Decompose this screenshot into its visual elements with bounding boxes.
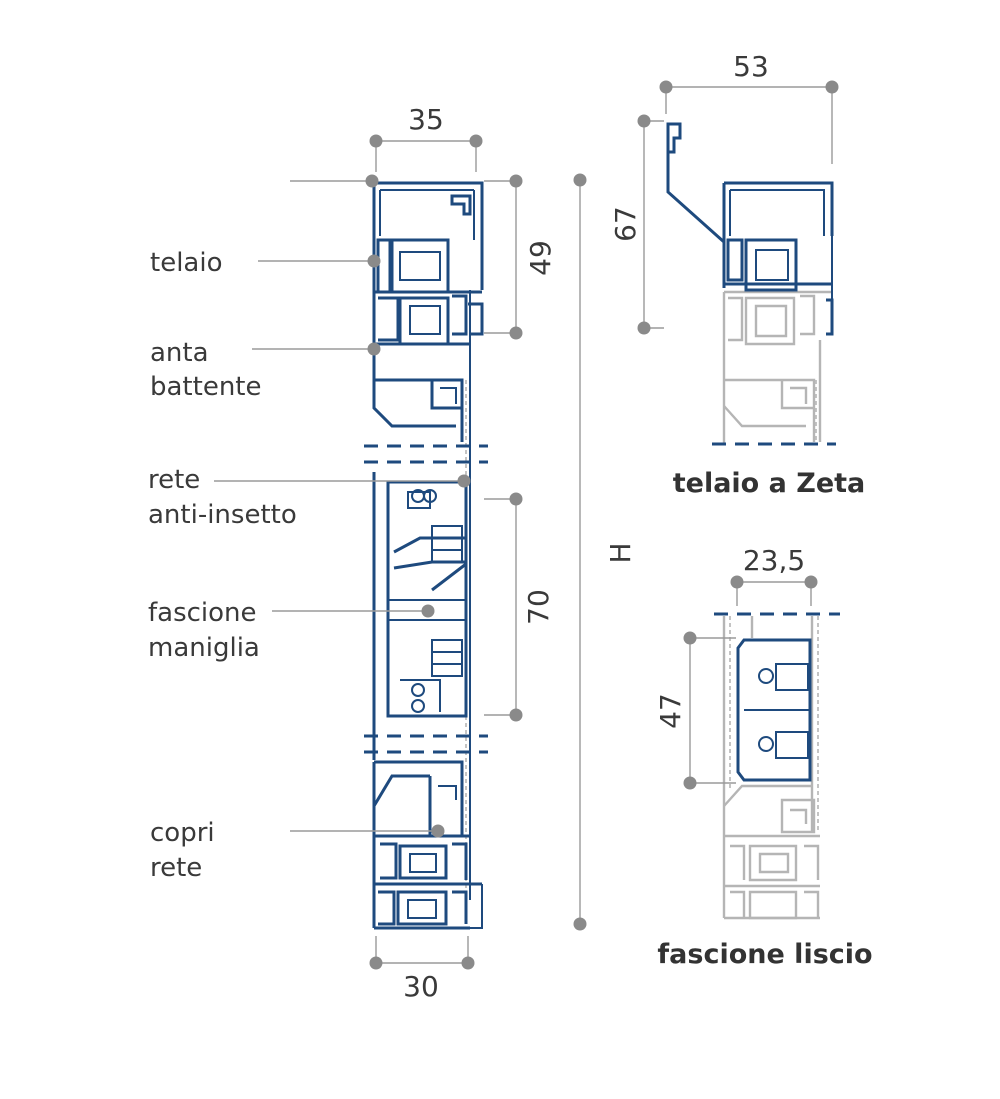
dimension-47: 47 — [654, 631, 736, 790]
label-battente: battente — [150, 372, 262, 402]
dimension-30: 30 — [369, 936, 475, 1003]
label-anti-insetto: anti-insetto — [148, 500, 297, 530]
main-section-profile — [364, 181, 488, 930]
label-leaders — [214, 174, 471, 838]
liscio-profile — [714, 612, 840, 920]
label-copri-rete: rete — [150, 853, 202, 883]
label-anta: anta — [150, 338, 209, 368]
dimension-49: 49 — [484, 174, 557, 340]
label-fascione: fascione — [148, 598, 257, 628]
dimension-30-value: 30 — [403, 970, 439, 1003]
dimension-67: 67 — [609, 114, 664, 335]
dimension-23-5-value: 23,5 — [743, 544, 805, 577]
dimension-35-value: 35 — [408, 103, 444, 136]
dimension-53-value: 53 — [733, 50, 769, 83]
label-telaio: telaio — [150, 248, 222, 278]
label-copri: copri — [150, 818, 215, 848]
dimension-70-value: 70 — [522, 589, 555, 625]
dimension-49-value: 49 — [524, 240, 557, 276]
dimension-35: 35 — [369, 103, 483, 172]
title-telaio-zeta: telaio a Zeta — [673, 468, 866, 499]
title-fascione-liscio: fascione liscio — [657, 939, 872, 970]
zeta-profile — [666, 122, 836, 446]
dimension-H: H — [573, 173, 637, 931]
dimension-70: 70 — [484, 492, 555, 722]
label-rete: rete — [148, 465, 200, 495]
dimension-47-value: 47 — [654, 693, 687, 729]
label-maniglia: maniglia — [148, 633, 260, 663]
dimension-23-5: 23,5 — [730, 544, 818, 606]
dimension-67-value: 67 — [609, 206, 642, 242]
dimension-H-value: H — [604, 542, 637, 563]
dimension-53: 53 — [659, 50, 839, 164]
